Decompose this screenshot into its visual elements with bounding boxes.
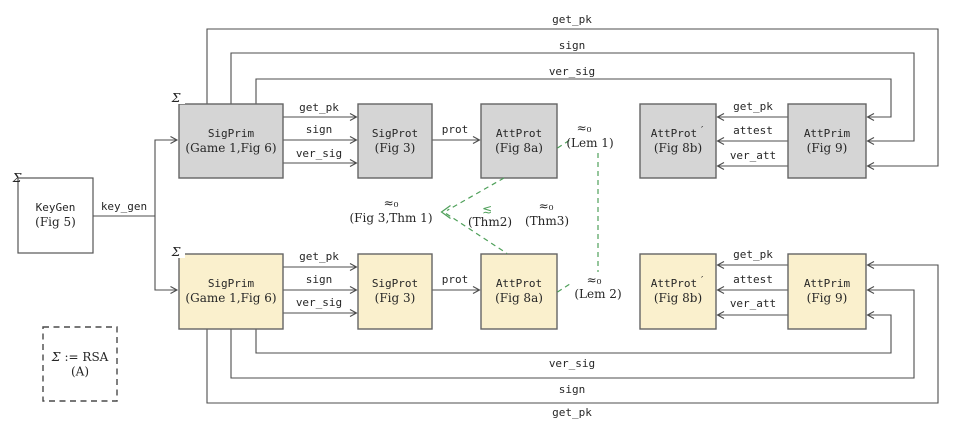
rel-lem1-sym: ≈₀ bbox=[577, 121, 592, 135]
dash-yellow-attprot-to-lem2 bbox=[557, 282, 572, 293]
label-top-ver-sig: ver_sig bbox=[549, 65, 595, 78]
rel-lem1-ref: (Lem 1) bbox=[566, 136, 613, 150]
yellow-sigma-notch bbox=[168, 246, 185, 258]
gray-sigprot-fig: (Fig 3) bbox=[375, 141, 416, 155]
gray-sigprim-sigma: Σ bbox=[171, 90, 181, 105]
gray-sigprot-box bbox=[357, 103, 433, 179]
yellow-sigprot-title: SigProt bbox=[372, 277, 418, 290]
assumption-subtext: (A) bbox=[71, 365, 89, 379]
yellow-sigprot-box bbox=[357, 253, 433, 330]
yellow-attprot-box bbox=[480, 253, 558, 330]
yellow-attprot-prime-fig: (Fig 8b) bbox=[654, 291, 702, 305]
gray-attprim-box bbox=[787, 103, 867, 179]
keygen-sigma-label: Σ bbox=[12, 170, 22, 185]
assumption-text: Σ:= RSA bbox=[51, 349, 109, 364]
gray-attprot-prime-fig: (Fig 8b) bbox=[654, 141, 702, 155]
gray-attprot-prime-box bbox=[639, 103, 717, 179]
gray-sigprim-fig: (Game 1,Fig 6) bbox=[185, 141, 276, 155]
gray-attprim-title: AttPrim bbox=[804, 127, 851, 140]
keygen-title: KeyGen bbox=[36, 201, 76, 214]
yellow-attprot-fig: (Fig 8a) bbox=[495, 291, 543, 305]
label-gray-ver-att: ver_att bbox=[730, 149, 776, 162]
rel-thm3-sym: ≈₀ bbox=[539, 199, 554, 213]
label-bottom-sign: sign bbox=[559, 383, 586, 396]
label-yellow-sign: sign bbox=[306, 273, 333, 286]
gray-attprot-prime-title: AttProt′ bbox=[651, 125, 705, 140]
line-bottom-get-pk-loop bbox=[206, 261, 939, 404]
dash-gray-attprot-to-vertex bbox=[446, 177, 505, 212]
gray-attprot-fig: (Fig 8a) bbox=[495, 141, 543, 155]
rel-thm1-sym: ≈₀ bbox=[384, 196, 399, 210]
rel-lem2-ref: (Lem 2) bbox=[574, 287, 621, 301]
label-gray-att-get-pk: get_pk bbox=[733, 100, 773, 113]
rel-lem2-sym: ≈₀ bbox=[587, 273, 602, 287]
rel-thm2-sym: ≲ bbox=[482, 202, 492, 216]
label-yellow-attest: attest bbox=[733, 273, 773, 286]
label-top-get-pk: get_pk bbox=[552, 13, 592, 26]
gray-sigma-notch bbox=[168, 92, 185, 104]
yellow-sigprot-fig: (Fig 3) bbox=[375, 291, 416, 305]
dash-gray-attprot-to-lem1 bbox=[557, 138, 572, 149]
dash-vertex-to-yellow-attprot bbox=[445, 212, 508, 255]
line-top-ver-sig-loop bbox=[255, 78, 892, 121]
keygen-box bbox=[17, 177, 94, 254]
label-yellow-att-get-pk: get_pk bbox=[733, 248, 773, 261]
gray-attprot-title: AttProt bbox=[496, 127, 542, 140]
label-gray-sign: sign bbox=[306, 123, 333, 136]
yellow-sigprim-fig: (Game 1,Fig 6) bbox=[185, 291, 276, 305]
gray-sigprim-title: SigPrim bbox=[208, 127, 255, 140]
line-bottom-ver-sig-loop bbox=[255, 311, 892, 354]
label-yellow-ver-att: ver_att bbox=[730, 297, 776, 310]
gray-attprim-fig: (Fig 9) bbox=[807, 141, 848, 155]
assumption-dashed-box bbox=[42, 326, 118, 402]
gray-sigprim-box bbox=[178, 103, 284, 179]
label-key-gen: key_gen bbox=[101, 200, 147, 213]
label-yellow-get-pk: get_pk bbox=[299, 250, 339, 263]
rel-thm1-ref: (Fig 3,Thm 1) bbox=[349, 211, 432, 225]
label-gray-prot: prot bbox=[442, 123, 469, 136]
green-chevron-arrowhead bbox=[440, 205, 451, 219]
label-yellow-prot: prot bbox=[442, 273, 469, 286]
yellow-attprot-prime-box bbox=[639, 253, 717, 330]
label-gray-ver-sig: ver_sig bbox=[296, 147, 342, 160]
line-top-sign-loop bbox=[230, 52, 915, 145]
label-top-sign: sign bbox=[559, 39, 586, 52]
yellow-sigprim-sigma: Σ bbox=[171, 244, 181, 259]
yellow-attprim-fig: (Fig 9) bbox=[807, 291, 848, 305]
label-gray-get-pk: get_pk bbox=[299, 101, 339, 114]
yellow-sigprim-title: SigPrim bbox=[208, 277, 255, 290]
yellow-attprim-title: AttPrim bbox=[804, 277, 851, 290]
rel-thm3-ref: (Thm3) bbox=[525, 214, 569, 228]
yellow-attprot-title: AttProt bbox=[496, 277, 542, 290]
yellow-attprot-prime-title: AttProt′ bbox=[651, 275, 705, 290]
label-bottom-get-pk: get_pk bbox=[552, 406, 592, 419]
gray-sigprot-title: SigProt bbox=[372, 127, 418, 140]
line-key-gen-to-yellow-sigprim bbox=[154, 216, 179, 294]
line-key-gen-to-gray-sigprim bbox=[154, 136, 179, 216]
gray-attprot-box bbox=[480, 103, 558, 179]
label-yellow-ver-sig: ver_sig bbox=[296, 296, 342, 309]
keygen-fig: (Fig 5) bbox=[35, 215, 76, 229]
yellow-sigprim-box bbox=[178, 253, 284, 330]
line-bottom-sign-loop bbox=[230, 286, 915, 379]
label-gray-attest: attest bbox=[733, 124, 773, 137]
line-top-get-pk-loop bbox=[206, 28, 939, 170]
label-bottom-ver-sig: ver_sig bbox=[549, 357, 595, 370]
yellow-attprim-box bbox=[787, 253, 867, 330]
rel-thm2-ref: (Thm2) bbox=[468, 215, 512, 229]
